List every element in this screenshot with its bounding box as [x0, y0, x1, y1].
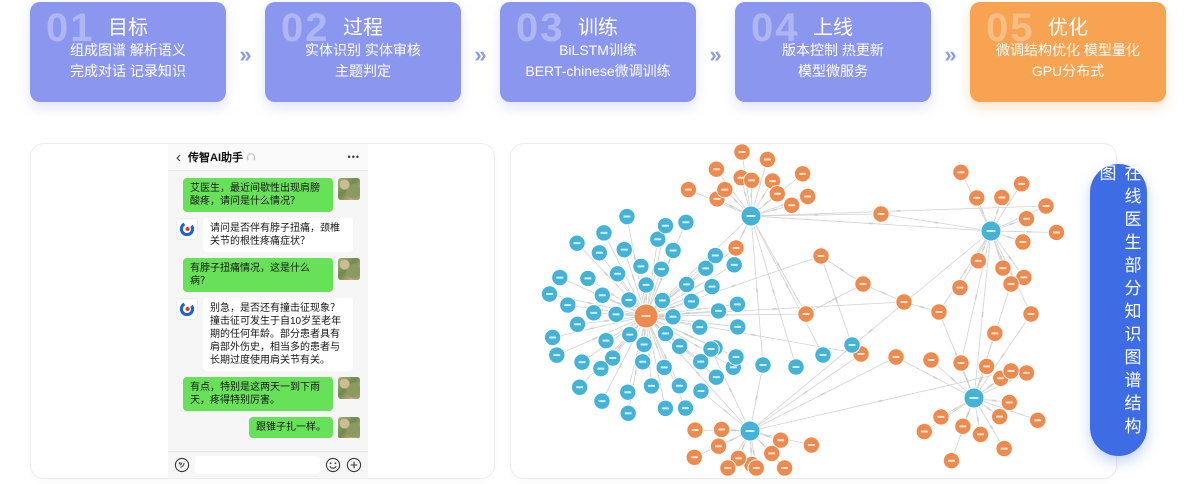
- knowledge-graph: [540, 144, 1066, 476]
- user-bubble: 跟锥子扎一样。: [249, 417, 333, 438]
- user-avatar: [338, 417, 360, 438]
- step-box-5: 05 优化 微调结构优化 模型量化 GPU分布式: [970, 2, 1166, 102]
- back-icon[interactable]: ‹: [176, 148, 181, 166]
- step-number: 05: [986, 6, 1035, 50]
- step-detail: 完成对话 记录知识: [70, 63, 186, 79]
- knowledge-graph-panel: [510, 143, 1117, 479]
- chat-header: ‹ 传智AI助手 •••: [168, 144, 368, 171]
- user-bubble: 有脖子扭痛情况，这是什么病？: [183, 258, 333, 292]
- step-title: 过程: [343, 17, 383, 39]
- bot-bubble: 请问是否伴有脖子扭痛，颈椎关节的根性疼痛症状？: [203, 218, 353, 252]
- chevron-separator-icon: »: [239, 42, 252, 67]
- step-number: 03: [516, 6, 565, 50]
- chevron-separator-icon: »: [944, 42, 957, 67]
- step-box-3: 03 训练 BiLSTM训练 BERT-chinese微调训练: [500, 2, 696, 102]
- message-list: 艾医生，最近间歇性出现肩膀酸疼，请问是什么情况？ 请问是否伴有脖子扭痛，颈椎关节…: [168, 171, 368, 438]
- chat-input-bar: [168, 451, 368, 478]
- bot-bubble: 别急，是否还有撞击征现象？撞击征可发生于自10岁至老年期的任何年龄。部分患者具有…: [203, 298, 353, 371]
- message-input[interactable]: [195, 456, 320, 474]
- message-row: 有脖子扭痛情况，这是什么病？: [176, 258, 360, 292]
- step-detail: GPU分布式: [1031, 63, 1105, 79]
- message-row: 请问是否伴有脖子扭痛，颈椎关节的根性疼痛症状？: [176, 218, 360, 252]
- step-detail: BiLSTM训练: [559, 42, 637, 58]
- chat-demo-panel: ‹ 传智AI助手 ••• 艾医生，最近间歇性出现肩膀酸疼，请问是什么情况？ 请问…: [30, 143, 495, 479]
- bot-avatar: [176, 218, 198, 240]
- chat-title: 传智AI助手: [188, 152, 243, 164]
- message-row: 别急，是否还有撞击征现象？撞击征可发生于自10岁至老年期的任何年龄。部分患者具有…: [176, 298, 360, 371]
- graph-caption-text: 在线医生部分知识图谱结构图: [1096, 164, 1141, 440]
- user-avatar: [338, 377, 360, 399]
- process-flow: 01 目标 组成图谱 解析语义 完成对话 记录知识 » 02 过程 实体识别 实…: [30, 2, 1166, 102]
- wechat-phone-screen: ‹ 传智AI助手 ••• 艾医生，最近间歇性出现肩膀酸疼，请问是什么情况？ 请问…: [168, 144, 368, 478]
- step-title: 上线: [813, 17, 853, 39]
- user-avatar: [338, 258, 360, 280]
- step-detail: 版本控制 热更新: [782, 42, 884, 58]
- chevron-separator-icon: »: [474, 42, 487, 67]
- step-detail: BERT-chinese微调训练: [525, 63, 671, 79]
- step-number: 02: [281, 6, 330, 50]
- user-bubble: 有点，特别是这两天一到下雨天，疼得特别厉害。: [183, 377, 333, 411]
- graph-caption-banner: 在线医生部分知识图谱结构图: [1090, 164, 1147, 456]
- user-bubble: 艾医生，最近间歇性出现肩膀酸疼，请问是什么情况？: [183, 178, 333, 212]
- step-detail: 微调结构优化 模型量化: [996, 42, 1140, 58]
- voice-icon[interactable]: [174, 457, 190, 473]
- add-icon[interactable]: [346, 457, 362, 473]
- bot-avatar: [176, 298, 198, 320]
- chevron-separator-icon: »: [709, 42, 722, 67]
- step-detail: 组成图谱 解析语义: [70, 42, 186, 58]
- more-menu-icon[interactable]: •••: [347, 152, 360, 162]
- step-detail: 实体识别 实体审核: [305, 42, 421, 58]
- step-detail: 主题判定: [335, 63, 391, 79]
- step-number: 04: [751, 6, 800, 50]
- message-row: 艾医生，最近间歇性出现肩膀酸疼，请问是什么情况？: [176, 178, 360, 212]
- emoji-icon[interactable]: [325, 457, 341, 473]
- step-detail: 模型微服务: [798, 63, 868, 79]
- step-box-1: 01 目标 组成图谱 解析语义 完成对话 记录知识: [30, 2, 226, 102]
- message-row: 跟锥子扎一样。: [176, 417, 360, 438]
- step-box-2: 02 过程 实体识别 实体审核 主题判定: [265, 2, 461, 102]
- step-box-4: 04 上线 版本控制 热更新 模型微服务: [735, 2, 931, 102]
- message-row: 有点，特别是这两天一到下雨天，疼得特别厉害。: [176, 377, 360, 411]
- step-number: 01: [46, 6, 95, 50]
- step-title: 目标: [108, 17, 148, 39]
- headset-icon: [246, 152, 256, 162]
- step-title: 训练: [578, 17, 618, 39]
- user-avatar: [338, 178, 360, 200]
- step-title: 优化: [1048, 17, 1088, 39]
